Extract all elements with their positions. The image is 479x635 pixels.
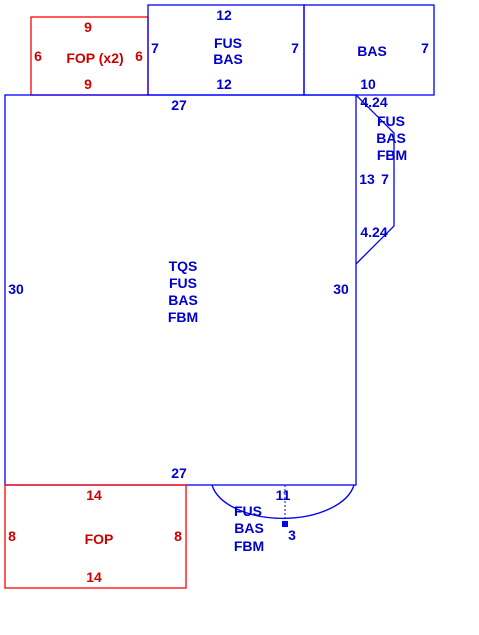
top-right-right-dim: 7	[421, 40, 429, 56]
bay-area: 4.24 13 7 4.24 FUS BAS FBM	[355, 94, 407, 265]
arc-center-marker	[282, 521, 288, 527]
bay-label-1: FUS	[377, 113, 405, 129]
arc-outline	[211, 484, 355, 519]
top-middle-bottom-dim: 12	[216, 76, 232, 92]
bay-outline	[355, 94, 395, 265]
top-porch-top-dim: 9	[84, 19, 92, 35]
bay-top-diag-dim: 4.24	[360, 94, 387, 110]
arc-label-2: BAS	[234, 520, 264, 536]
main-label-1: TQS	[169, 258, 198, 274]
top-porch-area: 9 9 6 6 FOP (x2)	[30, 16, 149, 96]
top-middle-right-dim: 7	[291, 40, 299, 56]
top-middle-top-dim: 12	[216, 7, 232, 23]
bay-side-dim: 13	[359, 171, 375, 187]
arc-radius-dim: 3	[288, 527, 296, 543]
bay-label-3: FBM	[377, 147, 407, 163]
arc-label-3: FBM	[234, 538, 264, 554]
bottom-porch-top-dim: 14	[86, 487, 102, 503]
top-middle-label-2: BAS	[213, 51, 243, 67]
bay-label-2: BAS	[376, 130, 406, 146]
arc-label-1: FUS	[234, 503, 262, 519]
main-label-2: FUS	[169, 275, 197, 291]
bay-side-offset-dim: 7	[381, 171, 389, 187]
main-area: 27 27 30 30 TQS FUS BAS FBM	[4, 94, 357, 486]
top-middle-area: 12 12 7 7 FUS BAS	[147, 4, 305, 96]
bottom-porch-bottom-dim: 14	[86, 569, 102, 585]
arc-area: 11 3 FUS BAS FBM	[211, 484, 355, 554]
bottom-porch-left-dim: 8	[8, 528, 16, 544]
top-right-label: BAS	[357, 43, 387, 59]
top-porch-label: FOP (x2)	[66, 50, 123, 66]
arc-chord-dim: 11	[276, 487, 291, 503]
top-porch-right-dim: 6	[135, 48, 143, 64]
main-label-4: FBM	[168, 309, 198, 325]
main-right-dim: 30	[333, 281, 349, 297]
top-right-bottom-dim: 10	[360, 76, 376, 92]
main-bottom-dim: 27	[171, 465, 187, 481]
top-right-outline	[303, 4, 435, 96]
main-label-3: BAS	[168, 292, 198, 308]
top-porch-left-dim: 6	[34, 48, 42, 64]
main-left-dim: 30	[8, 281, 24, 297]
bottom-porch-right-dim: 8	[174, 528, 182, 544]
bottom-porch-label: FOP	[85, 531, 114, 547]
top-porch-bottom-dim: 9	[84, 76, 92, 92]
top-middle-left-dim: 7	[151, 40, 159, 56]
bottom-porch-outline	[4, 484, 187, 589]
top-middle-label-1: FUS	[214, 35, 242, 51]
bay-bottom-diag-dim: 4.24	[360, 224, 387, 240]
top-right-area: BAS 7 10	[303, 4, 435, 96]
main-top-dim: 27	[171, 97, 187, 113]
bottom-porch-area: 14 14 8 8 FOP	[4, 484, 187, 589]
